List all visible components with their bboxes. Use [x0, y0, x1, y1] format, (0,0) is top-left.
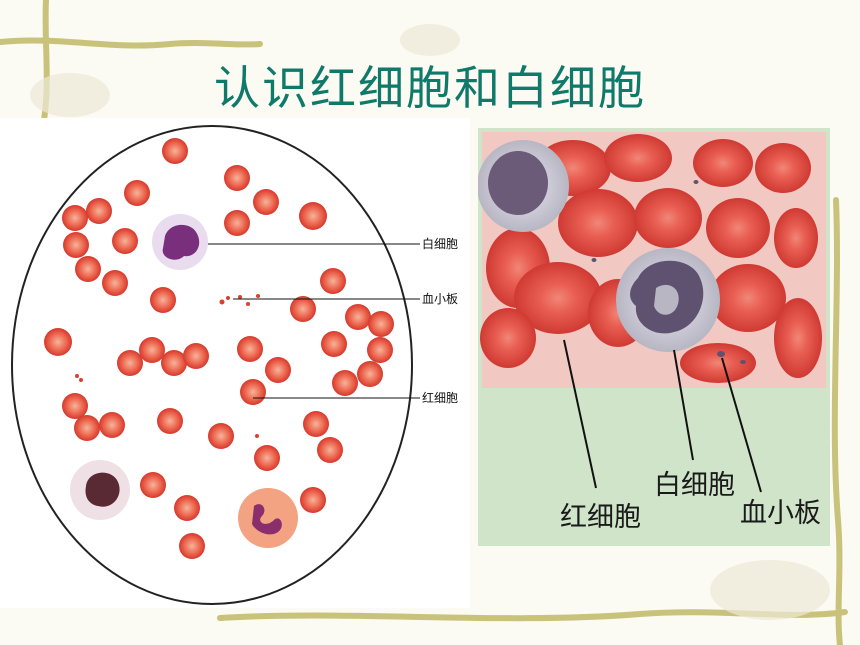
photo-platelets [591, 180, 746, 364]
photo-label-red-cell: 红细胞 [560, 502, 641, 533]
red-blood-cells [44, 138, 394, 559]
photo-label-platelet: 血小板 [740, 498, 821, 529]
label-white-cell: 白细胞 [422, 236, 458, 251]
photo-white-cell-left [477, 140, 569, 232]
blood-smear-diagram: 白细胞 血小板 红细胞 [0, 118, 470, 608]
photo-label-white-cell: 白细胞 [654, 470, 735, 501]
label-red-cell: 红细胞 [422, 390, 458, 405]
platelets [75, 294, 260, 438]
smear-field-outline [11, 125, 413, 605]
label-platelet: 血小板 [422, 292, 458, 306]
white-blood-cell-upper [152, 214, 208, 270]
pointer-line-platelet [721, 357, 762, 493]
blood-photo-svg: 红细胞 白细胞 血小板 [477, 132, 826, 533]
page-title: 认识红细胞和白细胞 [214, 61, 646, 115]
pointer-line-red-cell [563, 339, 597, 489]
blood-photo-panel: 红细胞 白细胞 血小板 [477, 128, 830, 546]
white-blood-cell-lower-left [70, 460, 130, 520]
pointer-line-white-cell [673, 349, 694, 461]
photo-white-cell-center [616, 248, 720, 352]
blood-smear-svg: 白细胞 血小板 红细胞 [11, 125, 458, 605]
white-blood-cell-lower-right [238, 488, 298, 548]
